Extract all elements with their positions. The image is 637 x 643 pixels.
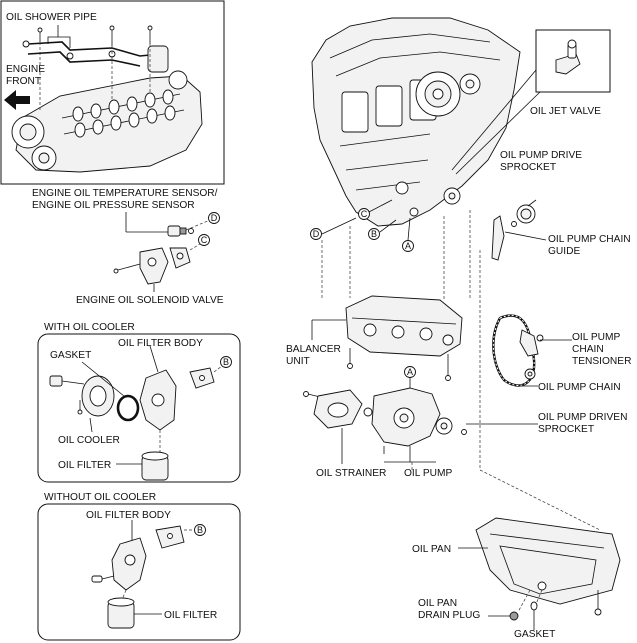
ref-b-cooler: B — [220, 356, 232, 368]
svg-text:B: B — [371, 229, 377, 239]
label-without-oil-cooler: WITHOUT OIL COOLER — [44, 492, 156, 503]
label-oil-pump-drive-sprocket-2: SPROCKET — [500, 162, 556, 173]
oil-pan-part — [458, 517, 621, 616]
label-balancer-unit-1: BALANCER — [286, 344, 341, 355]
ref-c-sensor: C — [198, 234, 210, 246]
label-oil-pump-driven-sprocket-2: SPROCKET — [538, 424, 594, 435]
engine-head-inset — [0, 0, 225, 185]
label-oil-strainer: OIL STRAINER — [316, 468, 386, 479]
label-oil-pump-chain-guide-2: GUIDE — [548, 246, 580, 257]
label-oil-filter-nocooler: OIL FILTER — [164, 610, 217, 621]
label-oil-pump: OIL PUMP — [404, 468, 453, 479]
sprocket-small-part — [524, 368, 536, 380]
label-gasket-cooler: GASKET — [50, 350, 91, 361]
label-engine-front-2: FRONT — [6, 76, 41, 87]
label-oil-pan: OIL PAN — [412, 544, 451, 555]
oil-pan-drain-plug-part — [488, 611, 519, 621]
label-oil-pump-chain-tensioner-3: TENSIONER — [572, 356, 631, 367]
svg-text:A: A — [405, 241, 411, 251]
label-oil-pump-driven-sprocket-1: OIL PUMP DRIVEN — [538, 412, 627, 423]
svg-text:A: A — [407, 367, 413, 377]
oil-pump-drive-sprocket-part — [516, 199, 537, 224]
cylinder-head-part — [15, 75, 203, 173]
svg-text:D: D — [313, 229, 320, 239]
label-oil-cooler: OIL COOLER — [58, 435, 120, 446]
ref-a-pump: A — [404, 366, 416, 378]
oil-pump-chain-tensioner-part — [519, 329, 572, 357]
label-with-oil-cooler: WITH OIL COOLER — [44, 322, 135, 333]
oil-jet-valve-callout — [451, 29, 611, 175]
oil-sensor-part — [125, 212, 211, 237]
label-balancer-unit-2: UNIT — [286, 356, 310, 367]
ref-d-sensor: D — [208, 212, 220, 224]
oil-strainer-part — [303, 389, 373, 464]
engine-block-part — [311, 17, 521, 227]
oil-shower-pipe-part — [27, 41, 161, 57]
label-oil-pump-chain-tensioner-1: OIL PUMP — [572, 332, 621, 343]
oil-pump-part — [371, 387, 441, 463]
oil-cooler-assembly-part — [49, 345, 223, 481]
label-oil-filter-body-nocooler: OIL FILTER BODY — [86, 510, 171, 521]
label-temp-sensor-1: ENGINE OIL TEMPERATURE SENSOR/ — [32, 188, 218, 199]
ref-b-nocooler: B — [194, 524, 206, 536]
oil-pump-driven-sprocket-part — [435, 417, 538, 435]
label-oil-pump-chain-tensioner-2: CHAIN — [572, 344, 604, 355]
drain-gasket-part — [530, 601, 538, 630]
label-oil-filter-body-cooler: OIL FILTER BODY — [118, 338, 203, 349]
oil-pump-chain-part — [492, 314, 538, 387]
ref-b-block: B — [368, 228, 380, 240]
without-oil-cooler-frame — [37, 503, 241, 641]
label-oil-filter-cooler: OIL FILTER — [58, 460, 111, 471]
label-engine-front-1: ENGINE — [6, 64, 45, 75]
svg-text:C: C — [361, 209, 368, 219]
label-oil-pan-drain-plug-2: DRAIN PLUG — [418, 610, 480, 621]
label-gasket-drain: GASKET — [514, 629, 555, 640]
svg-text:C: C — [201, 235, 208, 245]
oil-solenoid-valve-part — [113, 243, 201, 292]
svg-text:B: B — [223, 357, 229, 367]
label-oil-pump-drive-sprocket-1: OIL PUMP DRIVE — [500, 150, 582, 161]
oil-filter-body-nocooler-part — [91, 520, 194, 629]
oil-pump-chain-guide-part — [491, 215, 547, 261]
engine-front-arrow-icon — [4, 90, 30, 110]
label-oil-pump-chain: OIL PUMP CHAIN — [538, 382, 621, 393]
label-engine-oil-solenoid-valve: ENGINE OIL SOLENOID VALVE — [76, 295, 224, 306]
balancer-unit-part — [311, 295, 463, 381]
with-oil-cooler-frame — [37, 333, 241, 483]
ref-d-block: D — [310, 228, 322, 240]
label-temp-sensor-2: ENGINE OIL PRESSURE SENSOR — [32, 200, 195, 211]
label-oil-pan-drain-plug-1: OIL PAN — [418, 598, 457, 609]
ref-a-block: A — [402, 240, 414, 252]
label-oil-pump-chain-guide-1: OIL PUMP CHAIN — [548, 234, 631, 245]
ref-c-block: C — [358, 208, 370, 220]
svg-text:B: B — [197, 525, 203, 535]
svg-text:D: D — [211, 213, 218, 223]
label-oil-shower-pipe: OIL SHOWER PIPE — [6, 12, 97, 23]
label-oil-jet-valve: OIL JET VALVE — [530, 106, 601, 117]
